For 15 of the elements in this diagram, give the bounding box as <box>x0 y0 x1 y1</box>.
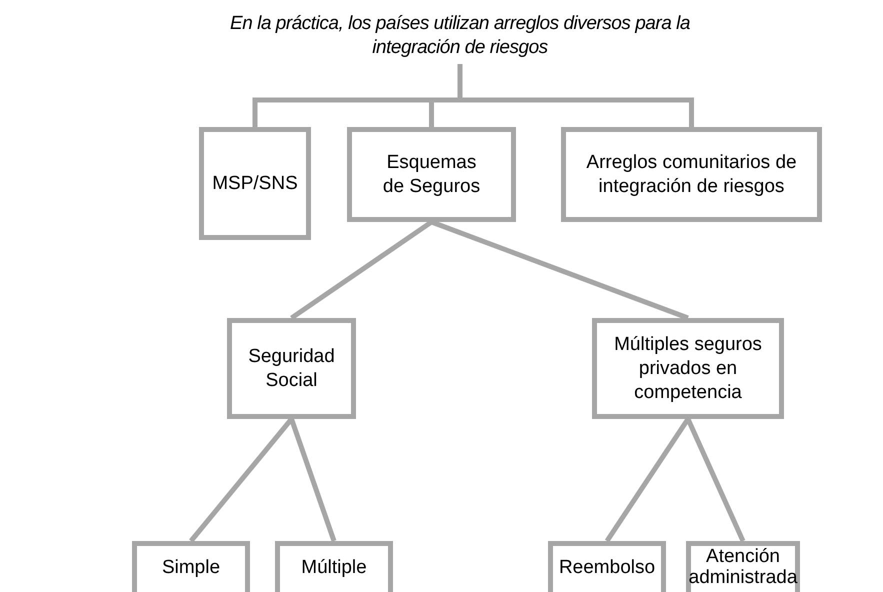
category-box: Atención administrada <box>686 541 800 592</box>
connector-line <box>289 418 336 542</box>
category-box: Simple <box>132 541 250 592</box>
category-box: Múltiple <box>275 541 393 592</box>
category-box: Seguridad Social <box>227 318 356 419</box>
category-box: Esquemas de Seguros <box>347 127 516 222</box>
connector-line <box>430 220 689 320</box>
category-box: Reembolso <box>548 541 666 592</box>
connector-line <box>604 418 690 542</box>
connector-line <box>290 220 433 320</box>
category-box: Arreglos comunitarios de integración de riesgos <box>561 127 822 222</box>
connector-line <box>686 418 746 542</box>
category-box: MSP/SNS <box>199 127 311 240</box>
connector-line <box>189 417 294 543</box>
category-box: Múltiples seguros privados en competencia <box>592 318 784 419</box>
